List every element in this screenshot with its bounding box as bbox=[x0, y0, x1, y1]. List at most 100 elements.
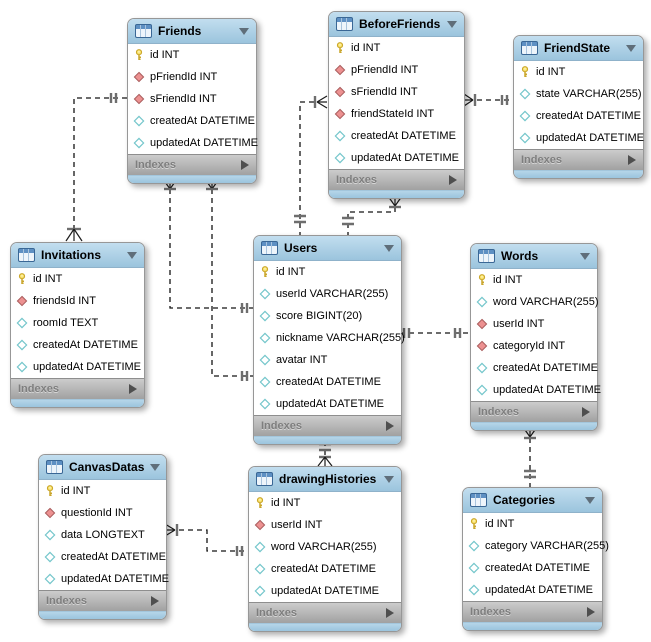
field-row-createdAt[interactable]: createdAt DATETIME bbox=[471, 357, 598, 379]
table-header[interactable]: Words bbox=[471, 244, 597, 269]
table-header[interactable]: Friends bbox=[128, 19, 256, 44]
chevron-down-icon[interactable] bbox=[626, 44, 636, 52]
relationship-users-words[interactable] bbox=[400, 328, 470, 338]
indexes-footer[interactable]: Indexes bbox=[463, 601, 602, 622]
field-row-createdAt[interactable]: createdAt DATETIME bbox=[249, 558, 401, 580]
field-row-createdAt[interactable]: createdAt DATETIME bbox=[128, 110, 256, 132]
table-header[interactable]: Invitations bbox=[11, 243, 144, 268]
expand-right-icon[interactable] bbox=[129, 384, 137, 394]
field-row-updatedAt[interactable]: updatedAt DATETIME bbox=[128, 132, 258, 154]
field-row-updatedAt[interactable]: updatedAt DATETIME bbox=[254, 393, 401, 415]
field-row-userId[interactable]: userId INT bbox=[471, 313, 597, 335]
chevron-down-icon[interactable] bbox=[384, 244, 394, 252]
field-row-id[interactable]: id INT bbox=[329, 37, 464, 59]
field-row-id[interactable]: id INT bbox=[463, 513, 602, 535]
relationship-beforefriends-users-2[interactable] bbox=[342, 195, 403, 235]
field-row-id[interactable]: id INT bbox=[249, 492, 401, 514]
field-row-friendStateId[interactable]: friendStateId INT bbox=[329, 103, 464, 125]
chevron-down-icon[interactable] bbox=[447, 20, 457, 28]
table-header[interactable]: Users bbox=[254, 236, 401, 261]
field-row-updatedAt[interactable]: updatedAt DATETIME bbox=[11, 356, 144, 378]
field-row-state[interactable]: state VARCHAR(255) bbox=[514, 83, 643, 105]
field-row-createdAt[interactable]: createdAt DATETIME bbox=[254, 371, 401, 393]
expand-right-icon[interactable] bbox=[241, 160, 249, 170]
field-row-id[interactable]: id INT bbox=[471, 269, 597, 291]
field-row-sFriendId[interactable]: sFriendId INT bbox=[329, 81, 464, 103]
table-header[interactable]: FriendState bbox=[514, 36, 643, 61]
table-header[interactable]: drawingHistories bbox=[249, 467, 401, 492]
relationship-canvasdatas-drawinghistories[interactable] bbox=[164, 523, 248, 556]
indexes-footer[interactable]: Indexes bbox=[249, 602, 401, 623]
expand-right-icon[interactable] bbox=[582, 407, 590, 417]
field-row-score[interactable]: score BIGINT(20) bbox=[254, 305, 401, 327]
expand-right-icon[interactable] bbox=[449, 175, 457, 185]
chevron-down-icon[interactable] bbox=[239, 27, 249, 35]
field-row-word[interactable]: word VARCHAR(255) bbox=[249, 536, 401, 558]
indexes-footer[interactable]: Indexes bbox=[39, 590, 166, 611]
field-row-questionId[interactable]: questionId INT bbox=[39, 502, 166, 524]
field-row-updatedAt[interactable]: updatedAt DATETIME bbox=[463, 579, 602, 601]
chevron-down-icon[interactable] bbox=[384, 475, 394, 483]
field-row-userId[interactable]: userId INT bbox=[249, 514, 401, 536]
field-row-createdAt[interactable]: createdAt DATETIME bbox=[39, 546, 166, 568]
field-row-createdAt[interactable]: createdAt DATETIME bbox=[463, 557, 602, 579]
field-row-id[interactable]: id INT bbox=[514, 61, 643, 83]
indexes-footer[interactable]: Indexes bbox=[128, 154, 256, 175]
table-header[interactable]: CanvasDatas bbox=[39, 455, 166, 480]
chevron-down-icon[interactable] bbox=[585, 496, 595, 504]
field-row-id[interactable]: id INT bbox=[254, 261, 401, 283]
indexes-footer[interactable]: Indexes bbox=[471, 401, 597, 422]
field-row-updatedAt[interactable]: updatedAt DATETIME bbox=[249, 580, 401, 602]
field-row-userId[interactable]: userId VARCHAR(255) bbox=[254, 283, 401, 305]
expand-right-icon[interactable] bbox=[386, 421, 394, 431]
field-row-roomId[interactable]: roomId TEXT bbox=[11, 312, 144, 334]
relationship-words-categories[interactable] bbox=[522, 426, 538, 487]
field-row-createdAt[interactable]: createdAt DATETIME bbox=[11, 334, 144, 356]
field-row-nickname[interactable]: nickname VARCHAR(255) bbox=[254, 327, 405, 349]
field-row-friendsId[interactable]: friendsId INT bbox=[11, 290, 144, 312]
indexes-footer[interactable]: Indexes bbox=[329, 169, 464, 190]
table-header[interactable]: BeforeFriends bbox=[329, 12, 464, 37]
field-row-pFriendId[interactable]: pFriendId INT bbox=[128, 66, 256, 88]
relationship-invitations-friends[interactable] bbox=[65, 93, 127, 242]
expand-right-icon[interactable] bbox=[151, 596, 159, 606]
indexes-footer[interactable]: Indexes bbox=[514, 149, 643, 170]
expand-right-icon[interactable] bbox=[628, 155, 636, 165]
indexes-footer[interactable]: Indexes bbox=[254, 415, 401, 436]
relationship-friends-users-1[interactable] bbox=[162, 178, 253, 313]
field-row-updatedAt[interactable]: updatedAt DATETIME bbox=[329, 147, 464, 169]
indexes-footer[interactable]: Indexes bbox=[11, 378, 144, 399]
expand-right-icon[interactable] bbox=[587, 607, 595, 617]
relationship-friends-users-2[interactable] bbox=[204, 178, 253, 381]
field-row-updatedAt[interactable]: updatedAt DATETIME bbox=[39, 568, 169, 590]
chevron-down-icon[interactable] bbox=[580, 252, 590, 260]
field-row-word[interactable]: word VARCHAR(255) bbox=[471, 291, 599, 313]
chevron-down-icon[interactable] bbox=[150, 463, 161, 471]
field-row-avatar[interactable]: avatar INT bbox=[254, 349, 401, 371]
field-row-updatedAt[interactable]: updatedAt DATETIME bbox=[514, 127, 644, 149]
field-row-createdAt[interactable]: createdAt DATETIME bbox=[514, 105, 643, 127]
field-row-data[interactable]: data LONGTEXT bbox=[39, 524, 166, 546]
chevron-down-icon[interactable] bbox=[127, 251, 137, 259]
relationship-beforefriends-friendstate[interactable] bbox=[463, 93, 513, 107]
relationship-beforefriends-users-1[interactable] bbox=[294, 95, 328, 235]
field-row-id[interactable]: id INT bbox=[39, 480, 166, 502]
expand-right-icon[interactable] bbox=[386, 608, 394, 618]
field-row-pFriendId[interactable]: pFriendId INT bbox=[329, 59, 464, 81]
table-header[interactable]: Categories bbox=[463, 488, 602, 513]
field-row-id[interactable]: id INT bbox=[128, 44, 256, 66]
field-row-sFriendId[interactable]: sFriendId INT bbox=[128, 88, 256, 110]
field-row-category[interactable]: category VARCHAR(255) bbox=[463, 535, 609, 557]
field-row-updatedAt[interactable]: updatedAt DATETIME bbox=[471, 379, 601, 401]
field-row-categoryId[interactable]: categoryId INT bbox=[471, 335, 597, 357]
field-row-createdAt[interactable]: createdAt DATETIME bbox=[329, 125, 464, 147]
